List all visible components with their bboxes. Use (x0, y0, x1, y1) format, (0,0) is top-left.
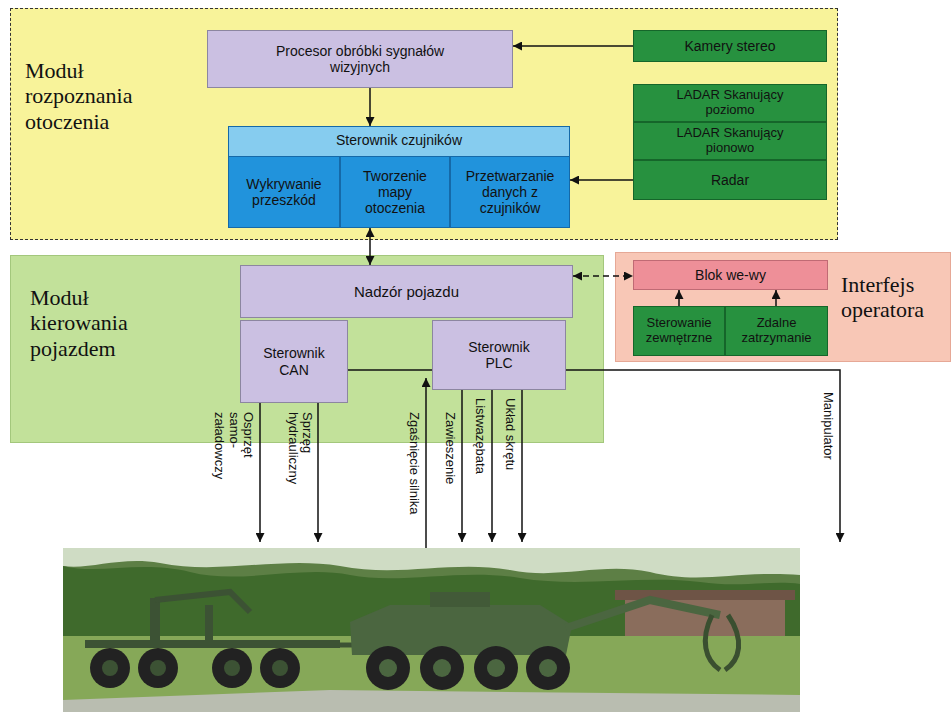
illustration-part (205, 605, 213, 643)
box-label: Przetwarzanie danych z czujników (460, 168, 560, 216)
illustration-part (705, 615, 738, 670)
illustration-part (420, 646, 464, 690)
illustration-part (212, 648, 252, 688)
function-box: Wykrywanie przeszkód (228, 156, 340, 228)
illustration-part (566, 600, 720, 628)
box-label: Tworzenie mapy otoczenia (355, 168, 435, 216)
illustration-part (90, 648, 130, 688)
box-label: Sterowanie zewnętrzne (638, 316, 720, 346)
region-heading: Moduł kierowania pojazdem (30, 285, 180, 361)
control-box: Sterowanie zewnętrzne (633, 306, 725, 356)
process-box: Procesor obróbki sygnałów wizyjnych (207, 30, 513, 88)
illustration-part (138, 648, 178, 688)
region-heading: Sterownik czujników (228, 132, 570, 148)
illustration-part (63, 566, 800, 640)
illustration-part (539, 659, 557, 677)
box-label: Blok we-wy (695, 267, 766, 283)
box-label: Radar (711, 172, 749, 188)
function-box: Tworzenie mapy otoczenia (340, 156, 450, 228)
signal-label: Układ skrętu (503, 398, 517, 470)
illustration-part (566, 370, 840, 542)
controller-box: Sterownik PLC (432, 320, 566, 390)
illustration-part (150, 598, 160, 643)
sensor-box: Kamery stereo (633, 30, 827, 62)
illustration-part (155, 592, 250, 612)
box-label: Nadzór pojazdu (354, 283, 459, 300)
box-label: Wykrywanie przeszkód (234, 176, 334, 208)
region-title: Moduł kierowania pojazdem (30, 285, 180, 361)
illustration-part (63, 548, 800, 577)
illustration-part (63, 690, 800, 712)
box-label: Sterownik CAN (254, 345, 334, 377)
signal-label: Zawieszenie (443, 412, 457, 484)
signal-label: Sprzęg hydrauliczny (285, 412, 314, 494)
signal-label: Manipulator (821, 392, 835, 460)
region-heading: Interfejs operatora (841, 272, 949, 323)
box-label: LADAR Skanujący pionowo (660, 126, 800, 156)
illustration-part (625, 598, 785, 638)
region-heading: Moduł rozpoznania otoczenia (25, 58, 175, 134)
illustration-part (433, 659, 451, 677)
illustration-part (63, 548, 800, 712)
illustration-part (526, 646, 570, 690)
box-label: Sterownik PLC (459, 339, 539, 371)
region-title: Sterownik czujników (228, 132, 570, 148)
region-title: Moduł rozpoznania otoczenia (25, 58, 175, 134)
interface-region: Interfejs operatora Blok we-wySterowanie … (615, 252, 951, 362)
illustration-part (260, 648, 300, 688)
illustration-part (487, 659, 505, 677)
illustration-part (63, 636, 800, 712)
sensor-box: Radar (633, 160, 827, 200)
illustration-part (615, 590, 795, 600)
io-box: Blok we-wy (633, 260, 828, 290)
vehicle-photo (63, 548, 800, 712)
region-title: Interfejs operatora (841, 272, 949, 323)
illustration-part (474, 646, 518, 690)
signal-label: Osprzęt samo- załadowczy (212, 412, 255, 487)
illustration-part (366, 646, 410, 690)
illustration-part (340, 643, 360, 648)
process-box: Nadzór pojazdu (240, 265, 573, 318)
sensor-box: LADAR Skanujący pionowo (633, 122, 827, 160)
signal-label: Listwazębata (473, 398, 487, 474)
box-label: Zdalne zatrzymanie (730, 316, 823, 346)
module-region: Moduł rozpoznania otoczenia Procesor obró… (10, 8, 838, 240)
illustration-part (102, 660, 118, 676)
illustration-part (85, 640, 340, 648)
illustration-part (350, 605, 572, 655)
box-label: LADAR Skanujący poziomo (660, 88, 800, 118)
illustration-part (430, 592, 490, 607)
illustration-part (150, 660, 166, 676)
sensor-box: LADAR Skanujący poziomo (633, 84, 827, 122)
controller-box: Sterownik CAN (240, 320, 348, 403)
illustration-part (272, 660, 288, 676)
controller-group: Sterownik czujnikówWykrywanie przeszkód T… (228, 126, 570, 228)
box-label: Kamery stereo (684, 38, 775, 54)
signal-label: Zgaśnięcie silnika (407, 412, 421, 515)
illustration-part (379, 659, 397, 677)
box-label: Procesor obróbki sygnałów wizyjnych (265, 43, 455, 75)
control-box: Zdalne zatrzymanie (725, 306, 828, 356)
illustration-part (224, 660, 240, 676)
function-box: Przetwarzanie danych z czujników (450, 156, 570, 228)
